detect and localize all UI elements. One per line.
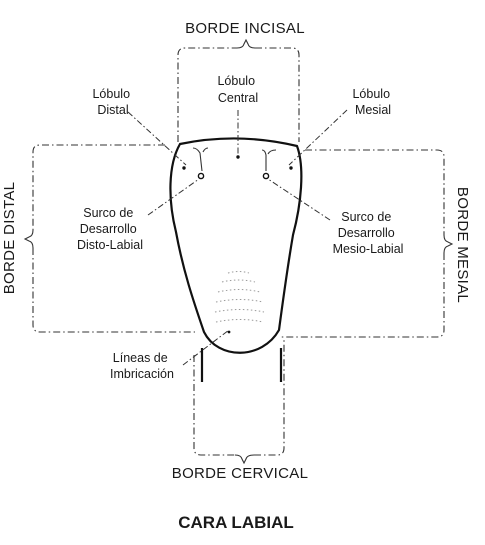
leader-lobulo-mesial [288, 109, 348, 166]
edge-label-distal: BORDE DISTAL [1, 182, 18, 295]
crown-outline [169, 137, 303, 354]
label-surco-mesio-labial: Surco de Desarrollo Mesio-Labial [333, 210, 404, 256]
figure-caption: CARA LABIAL [178, 513, 294, 532]
leader-surco-disto-labial [147, 178, 200, 216]
imbrication-lines [214, 271, 265, 334]
lobule-distal-mark [182, 166, 186, 170]
distal-panel [32, 144, 195, 333]
cervical-brace [234, 454, 255, 465]
label-lobulo-central: Lóbulo Central [217, 74, 258, 105]
leader-lobulo-distal [127, 111, 187, 166]
lobule-ridges [192, 147, 277, 172]
mesial-panel [280, 149, 445, 338]
edge-label-incisal: BORDE INCISAL [185, 20, 305, 37]
label-lobulo-mesial: Lóbulo Mesial [352, 87, 393, 117]
lobule-central-mark [236, 155, 240, 159]
cervical-panel [193, 338, 285, 456]
incisal-panel [177, 47, 300, 142]
edge-label-cervical: BORDE CERVICAL [172, 465, 308, 482]
edge-label-mesial: BORDE MESIAL [454, 187, 471, 303]
incisal-brace [236, 38, 256, 49]
label-lineas-imbricacion: Líneas de Imbricación [110, 351, 174, 381]
label-surco-disto-labial: Surco de Desarrollo Disto-Labial [77, 206, 143, 252]
distal-brace [23, 229, 34, 249]
leader-lineas-imbricacion [182, 329, 230, 366]
groove-distolabial-marker [197, 172, 205, 180]
lobule-mesial-mark [289, 166, 293, 170]
root-outline [200, 348, 283, 382]
groove-mesiolabial-marker [262, 172, 270, 180]
mesial-brace [443, 234, 454, 254]
label-lobulo-distal: Lóbulo Distal [92, 87, 133, 117]
